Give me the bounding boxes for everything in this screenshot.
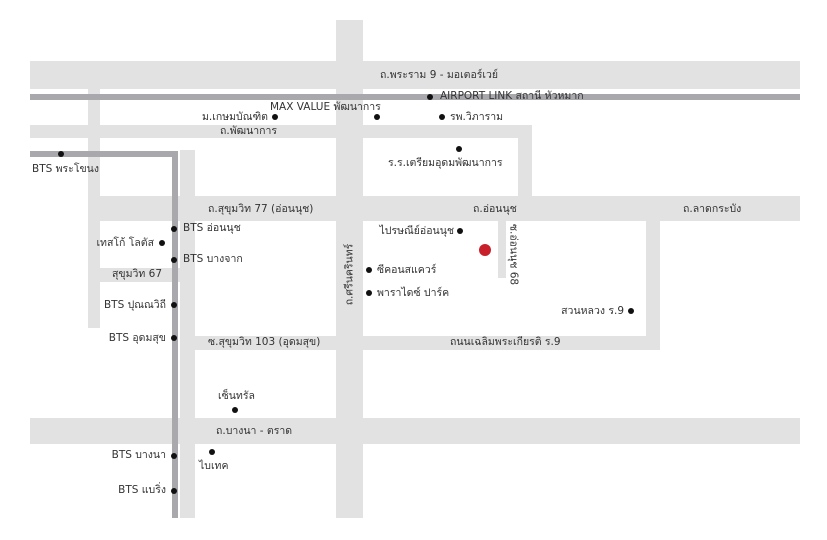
marker-kasem	[272, 114, 278, 120]
road-srinakarin	[336, 20, 363, 518]
label-onnut: ถ.อ่อนนุช	[473, 203, 517, 215]
label-airport-link: AIRPORT LINK สถานี หัวหมาก	[440, 90, 584, 102]
marker-bts-punnawithi	[171, 302, 177, 308]
road-suanluang-vertical	[646, 214, 660, 350]
marker-bts-bangna	[171, 453, 177, 459]
label-kasem: ม.เกษมบัณฑิต	[202, 111, 268, 123]
label-latkrabang: ถ.ลาดกระบัง	[683, 203, 742, 215]
label-sukhumvit77: ถ.สุขุมวิท 77 (อ่อนนุช)	[208, 203, 314, 215]
marker-vibharam	[439, 114, 445, 120]
label-central: เซ็นทรัล	[218, 390, 255, 402]
marker-central	[232, 407, 238, 413]
label-bts-bangchak: BTS บางจาก	[183, 253, 243, 265]
bts-line-vertical	[172, 151, 178, 518]
label-seacon: ซีคอนสแควร์	[377, 264, 437, 276]
label-phatthanakan: ถ.พัฒนาการ	[220, 125, 278, 137]
road-sukhumvit-vertical	[180, 150, 195, 518]
label-bangna-trat: ถ.บางนา - ตราด	[216, 425, 293, 437]
marker-airport-link	[427, 94, 433, 100]
label-post-office: ไปรษณีย์อ่อนนุช	[379, 225, 455, 237]
label-suanluang: สวนหลวง ร.9	[561, 305, 624, 317]
road-sukhumvit103	[180, 336, 660, 350]
road-sukhumvit77	[88, 196, 800, 221]
label-bts-phrakhanong: BTS พระโขนง	[32, 163, 99, 175]
marker-tesco	[159, 240, 165, 246]
marker-post-office	[457, 228, 463, 234]
bts-line-horizontal	[30, 151, 178, 157]
marker-bts-bearing	[171, 488, 177, 494]
label-school: ร.ร.เตรียมอุดมพัฒนาการ	[388, 157, 503, 169]
label-chaloem: ถนนเฉลิมพระเกียรติ ร.9	[450, 336, 561, 348]
label-sukhumvit103: ซ.สุขุมวิท 103 (อุดมสุข)	[208, 336, 321, 348]
marker-suanluang	[628, 308, 634, 314]
project-location-pin	[479, 244, 491, 256]
road-left-vertical	[88, 88, 100, 328]
label-tesco: เทสโก้ โลตัส	[96, 237, 154, 249]
label-srinakarin: ถ.ศรีนครินทร์	[343, 243, 356, 306]
marker-bts-udomsuk	[171, 335, 177, 341]
marker-bts-phrakhanong	[58, 151, 64, 157]
label-rama9: ถ.พระราม 9 - มอเตอร์เวย์	[380, 69, 499, 81]
road-sukhumvit67	[96, 268, 186, 282]
label-bts-bearing: BTS แบริ่ง	[118, 484, 166, 496]
marker-bts-onnut	[171, 226, 177, 232]
marker-seacon	[366, 267, 372, 273]
label-soi-onnut68: ซ.อ่อนนุช 68	[507, 223, 520, 286]
marker-bitec	[209, 449, 215, 455]
marker-paradise	[366, 290, 372, 296]
marker-bts-bangchak	[171, 257, 177, 263]
marker-max-value	[374, 114, 380, 120]
road-phatthanakan	[30, 125, 530, 138]
road-rama9	[30, 61, 800, 89]
airport-rail-link-line	[30, 94, 800, 100]
label-sukhumvit67: สุขุมวิท 67	[112, 268, 163, 280]
label-bts-punnawithi: BTS ปุณณวิถี	[103, 299, 166, 311]
label-bts-bangna: BTS บางนา	[111, 449, 166, 461]
label-bts-onnut: BTS อ่อนนุช	[183, 222, 241, 234]
marker-school	[456, 146, 462, 152]
road-right-connector	[518, 125, 532, 210]
road-soi-onnut68	[498, 214, 506, 278]
label-bitec: ไบเทค	[199, 460, 229, 472]
road-bangna-trat	[30, 418, 800, 444]
label-max-value: MAX VALUE พัฒนาการ	[270, 101, 381, 113]
label-paradise: พาราไดซ์ ปาร์ค	[377, 287, 450, 299]
label-bts-udomsuk: BTS อุดมสุข	[108, 332, 166, 344]
label-vibharam: รพ.วิภาราม	[450, 111, 504, 123]
